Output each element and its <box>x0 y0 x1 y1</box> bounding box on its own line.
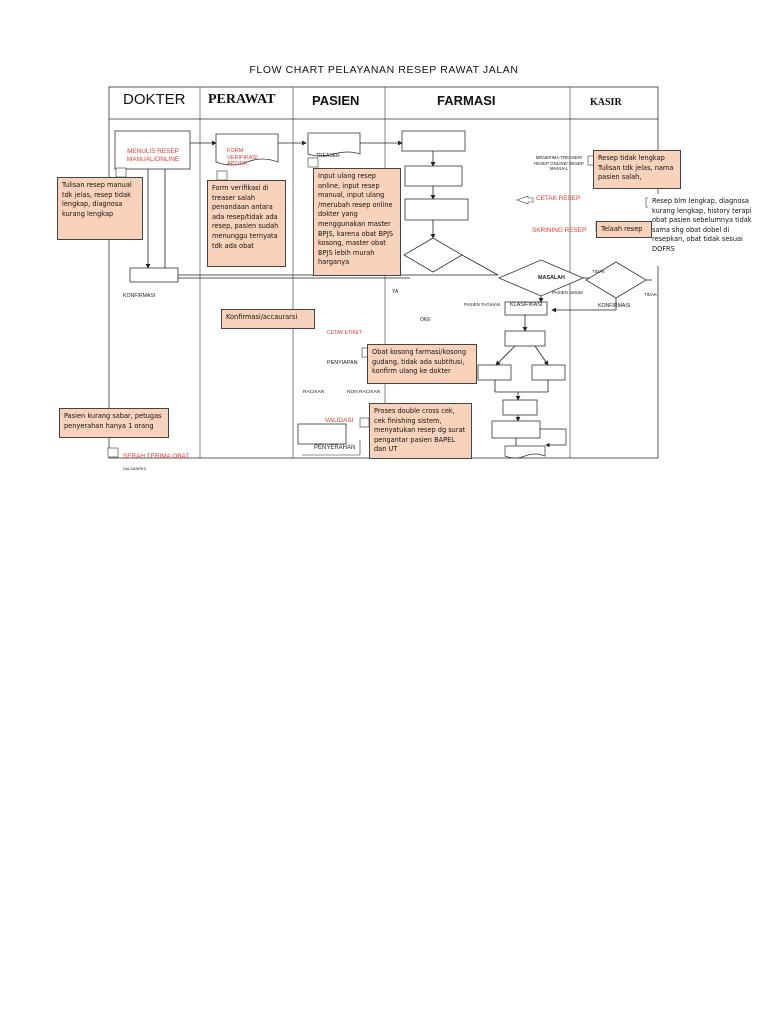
label-tidak-2: TIDAK <box>644 292 657 297</box>
label-non-racikan: NON RACIKAN <box>347 390 381 395</box>
process-klasifikasi <box>504 301 548 316</box>
label-dalsanres: DALSANRES <box>123 467 147 471</box>
label-ya: YA <box>392 289 399 295</box>
label-form-verifikasi: FORM VERIFIKASI APOTIK <box>227 148 258 167</box>
process-validasi-farmasi <box>502 399 538 416</box>
process-validasi <box>297 423 347 445</box>
note-kasir-2: Resep blm lengkap, diagnosa kurang lengk… <box>648 194 766 266</box>
label-menerima-treaser: MENERIMA TREASER/ RESEP ONLINE/ RESEP MA… <box>534 155 584 171</box>
callout-tab <box>359 417 370 428</box>
document-form-verifikasi <box>215 133 279 166</box>
label-pasien-umum: PASIEN UMUM <box>552 290 583 295</box>
note-telaah: Telaah resep <box>596 221 652 238</box>
note-kasir-1: Resep tidak lengkap Tulisan tdk jelas, n… <box>593 150 681 189</box>
lane-header-kasir: KASIR <box>590 97 622 108</box>
callout-tab <box>115 167 127 178</box>
document-serah-terima <box>504 445 546 459</box>
label-cetak-etiket: CETAK ETIKET <box>327 330 363 336</box>
process-non-racikan <box>531 364 566 381</box>
arrow-cetak-resep <box>516 195 534 205</box>
process-cetak-resep <box>404 198 469 221</box>
label-masalah: MASALAH <box>538 275 565 281</box>
label-klasifikasi: KLASIFIKASI <box>510 302 543 308</box>
label-serah-terima: SERAH TERIMA OBAT <box>123 453 190 460</box>
process-penyiapan <box>504 330 546 347</box>
decision-kasir <box>585 261 647 299</box>
label-penyerahan: PENYERAHAN <box>314 445 356 451</box>
note-pasien: Input ulang resep online, input resep ma… <box>313 168 401 276</box>
label-skrining-resep: SKRINING RESEP <box>532 227 587 234</box>
label-validasi: VALIDASI <box>325 417 354 424</box>
note-pasien-sabar: Pasien kurang sabar, petugas penyerahan … <box>59 408 169 438</box>
lane-header-farmasi: FARMASI <box>437 93 496 108</box>
label-treaser: TREASER <box>316 153 340 159</box>
process-menulis-resep <box>114 130 191 170</box>
lane-header-dokter: DOKTER <box>123 91 186 108</box>
lane-header-pasien: PASIEN <box>312 93 360 108</box>
note-dokter: Tulisan resep manual tdk jelas, resep ti… <box>57 177 143 240</box>
callout-tab <box>107 447 119 458</box>
note-obat-kosong: Obat kosong farmasi/kosong gudang, tidak… <box>367 344 477 384</box>
label-konfirmasi-dokter: KONFIRMASI <box>123 293 156 299</box>
note-konfirmasi: Konfirmasi/accaurarsi <box>221 309 315 329</box>
label-racikan: RACIKAN <box>303 390 325 395</box>
label-menulis-resep: MENULIS RESEP MANUAL/ONLINE <box>126 148 180 163</box>
process-racikan <box>477 364 512 381</box>
note-proses: Proses double cross cek, cek finishing s… <box>369 403 472 459</box>
process-konfirmasi-dokter <box>129 267 179 283</box>
page-title: FLOW CHART PELAYANAN RESEP RAWAT JALAN <box>249 64 519 76</box>
process-step-2 <box>404 165 463 187</box>
document-treaser <box>307 132 361 157</box>
process-menerima <box>401 130 466 152</box>
label-pasien-tagihan: PASIEN TAGIHAN <box>464 302 501 307</box>
callout-tab <box>216 170 228 181</box>
lane-header-perawat: PERAWAT <box>208 92 276 107</box>
process-penyerahan-farmasi <box>491 420 541 439</box>
label-konfirmasi-kasir: KONFIRMASI <box>598 303 631 309</box>
label-penyiapan: PENYIAPAN <box>327 360 358 366</box>
label-cetak-resep: CETAK RESEP <box>536 195 581 202</box>
note-perawat: Form verifikasi di treaser salah penanda… <box>207 180 286 267</box>
callout-tab <box>307 157 319 168</box>
label-tidak: TIDAK <box>592 269 605 274</box>
decision-skrining <box>403 237 463 273</box>
label-oke: OKE <box>420 317 431 323</box>
